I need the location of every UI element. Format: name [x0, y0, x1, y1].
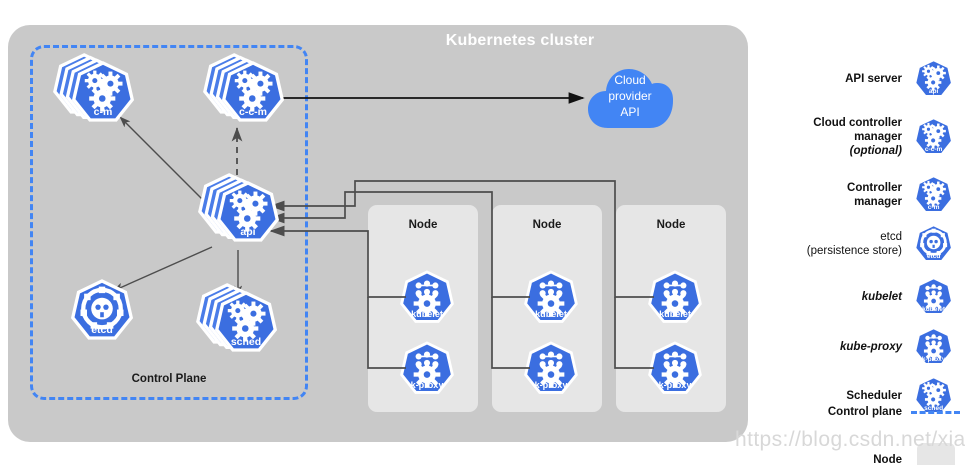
- svg-text:sched: sched: [924, 405, 943, 412]
- cloud-provider-api-label: Cloud provider API: [608, 73, 652, 119]
- legend-label: Node: [873, 453, 902, 465]
- svg-text:c-c-m: c-c-m: [239, 106, 267, 118]
- cloud-shape-icon: [588, 69, 673, 128]
- node-component-kubelet: kubelet: [645, 267, 709, 329]
- node-card: Node kubelet k-proxy: [368, 205, 478, 412]
- cloud-provider-api-node: Cloud provider API: [586, 58, 674, 134]
- control-plane-node-api: api: [198, 173, 286, 248]
- svg-text:k-proxy: k-proxy: [922, 356, 946, 363]
- legend-icon-kubelet: kubelet: [911, 272, 960, 322]
- legend-icon-dashed-line: [911, 410, 960, 414]
- legend-label: kube-proxy: [840, 341, 902, 353]
- svg-text:kubelet: kubelet: [535, 309, 567, 319]
- legend-row: kubelet kubelet: [780, 272, 960, 322]
- control-plane-node-etcd: etcd: [68, 276, 140, 346]
- control-plane-node-sched: sched: [196, 283, 284, 358]
- dashed-line-icon: [911, 410, 960, 414]
- svg-text:k-proxy: k-proxy: [411, 380, 445, 390]
- legend-label: Control plane: [827, 406, 902, 418]
- legend-icon-c-m: c-m: [911, 170, 960, 220]
- control-plane-node-c-c-m: c-c-m: [203, 53, 291, 128]
- legend-row: Node: [780, 443, 960, 465]
- svg-text:sched: sched: [231, 336, 261, 348]
- control-plane-node-c-m: c-m: [53, 53, 141, 128]
- node-card-title: Node: [656, 219, 686, 231]
- node-component-k-proxy: k-proxy: [397, 338, 461, 400]
- legend-row: etcd(persistence store) etcd: [780, 219, 960, 269]
- legend-icon-node-swatch: [911, 443, 960, 465]
- svg-text:kubelet: kubelet: [411, 309, 443, 319]
- svg-text:c-c-m: c-c-m: [925, 146, 943, 153]
- svg-text:kubelet: kubelet: [922, 306, 946, 313]
- node-card: Node kubelet k-proxy: [616, 205, 726, 412]
- legend-label: API server: [845, 73, 902, 85]
- node-swatch-icon: [916, 443, 955, 465]
- svg-text:etcd: etcd: [91, 324, 113, 336]
- watermark-text: https://blog.csdn.net/xiaoye319: [735, 428, 965, 451]
- legend-label: Scheduler: [846, 390, 902, 402]
- legend-row: Control plane: [780, 405, 960, 419]
- svg-text:k-proxy: k-proxy: [659, 380, 693, 390]
- legend-label: kubelet: [861, 291, 902, 303]
- legend-row: API server api: [780, 54, 960, 104]
- svg-text:c-m: c-m: [94, 106, 113, 118]
- legend-label: etcd(persistence store): [806, 231, 902, 257]
- svg-text:c-m: c-m: [928, 204, 940, 211]
- node-card-title: Node: [532, 219, 562, 231]
- node-component-kubelet: kubelet: [397, 267, 461, 329]
- node-card: Node kubelet k-proxy: [492, 205, 602, 412]
- svg-text:k-proxy: k-proxy: [535, 380, 569, 390]
- svg-text:etcd: etcd: [927, 253, 941, 260]
- node-card-title: Node: [408, 219, 438, 231]
- legend-icon-c-c-m: c-c-m: [911, 112, 960, 162]
- control-plane-label: Control Plane: [131, 373, 207, 385]
- legend-icon-k-proxy: k-proxy: [911, 322, 960, 372]
- legend-icon-api: api: [911, 54, 960, 104]
- legend-row: Scheduler sched: [780, 371, 960, 421]
- svg-text:api: api: [240, 226, 255, 238]
- svg-text:api: api: [929, 88, 939, 95]
- node-component-k-proxy: k-proxy: [521, 338, 585, 400]
- legend-row: kube-proxy k-proxy: [780, 322, 960, 372]
- cluster-title: Kubernetes cluster: [445, 32, 595, 49]
- node-component-k-proxy: k-proxy: [645, 338, 709, 400]
- node-component-kubelet: kubelet: [521, 267, 585, 329]
- svg-text:kubelet: kubelet: [659, 309, 691, 319]
- legend-icon-etcd: etcd: [911, 219, 960, 269]
